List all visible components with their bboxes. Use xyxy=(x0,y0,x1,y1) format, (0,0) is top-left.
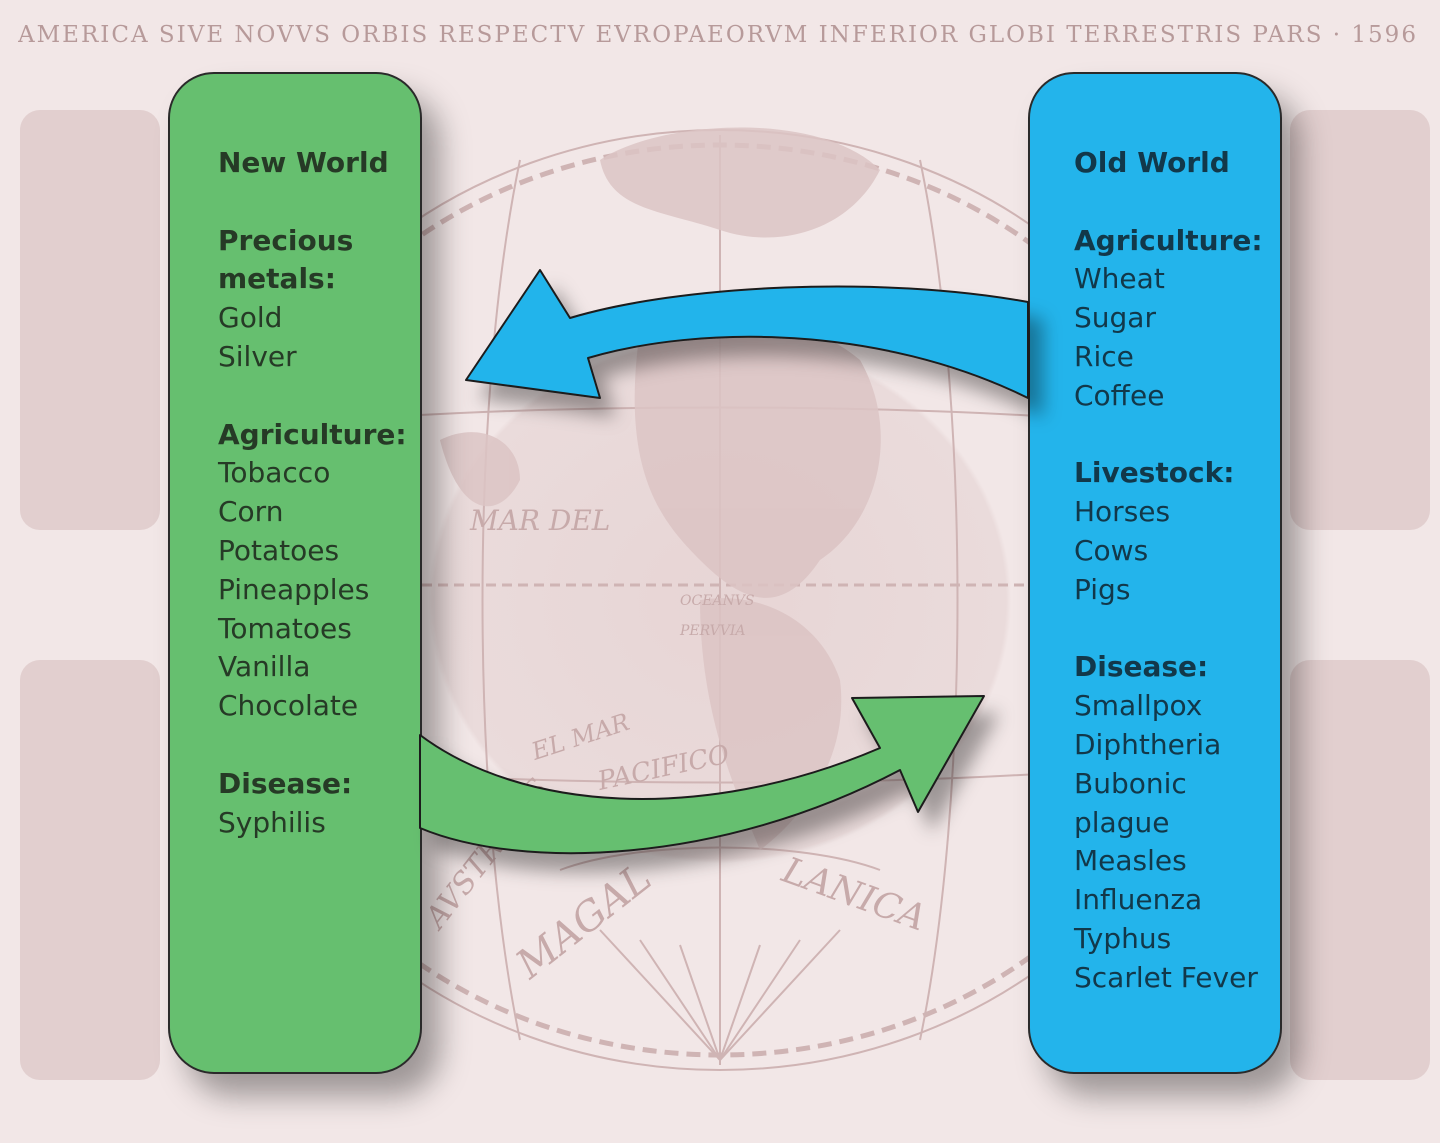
new-world-section-heading: Agriculture: xyxy=(218,417,407,451)
new-world-section-heading: Disease: xyxy=(218,766,353,800)
map-label-mar-del: MAR DEL xyxy=(469,504,610,537)
new-world-list-item: Silver xyxy=(218,339,297,373)
new-world-list-item: Tobacco xyxy=(218,456,331,490)
old-world-section-heading: Disease: xyxy=(1074,650,1209,684)
new-world-list-item: Gold xyxy=(218,301,283,335)
new-to-old-world-arrow xyxy=(419,695,985,855)
old-world-title: Old World xyxy=(1074,146,1230,179)
old-world-list-item: Measles xyxy=(1074,844,1187,878)
new-world-section-heading: Precious metals: xyxy=(218,223,354,296)
old-world-list-item: Bubonic xyxy=(1074,766,1187,800)
new-world-list-item: Tomatoes xyxy=(218,611,352,645)
new-world-list-item: Potatoes xyxy=(218,533,340,567)
old-world-list-item: Rice xyxy=(1074,339,1134,373)
new-world-title: New World xyxy=(218,146,389,179)
old-to-new-world-arrow xyxy=(465,269,1029,399)
old-world-section-heading: Agriculture: xyxy=(1074,223,1263,257)
old-world-list-item: Cows xyxy=(1074,533,1149,567)
new-world-section: Disease: Syphilis xyxy=(218,765,420,843)
old-world-list-item: Horses xyxy=(1074,495,1171,529)
old-world-list-item: Influenza xyxy=(1074,883,1203,917)
old-world-list-item: Pigs xyxy=(1074,572,1131,606)
old-world-list-item: Scarlet Fever xyxy=(1074,960,1258,994)
old-world-list-item: Wheat xyxy=(1074,262,1165,296)
new-world-list-item: Syphilis xyxy=(218,805,326,839)
new-world-list-item: Vanilla xyxy=(218,650,311,684)
new-world-list-item: Corn xyxy=(218,495,284,529)
old-world-list-item: Sugar xyxy=(1074,301,1156,335)
new-world-list-item: Pineapples xyxy=(218,572,370,606)
old-world-list-item: Coffee xyxy=(1074,378,1165,412)
old-world-list-item: Typhus xyxy=(1074,921,1172,955)
old-world-list-item: plague xyxy=(1074,805,1170,839)
old-world-list-item: Smallpox xyxy=(1074,689,1203,723)
map-label-peruvia: PERVVIA xyxy=(679,623,746,639)
new-world-list-item: Chocolate xyxy=(218,689,359,723)
map-label-oceanus: OCEANVS xyxy=(680,593,754,609)
map-banner-title: AMERICA SIVE NOVVS ORBIS RESPECTV EVROPA… xyxy=(18,22,1418,48)
old-world-section-heading: Livestock: xyxy=(1074,456,1235,490)
old-world-list-item: Diphtheria xyxy=(1074,727,1222,761)
